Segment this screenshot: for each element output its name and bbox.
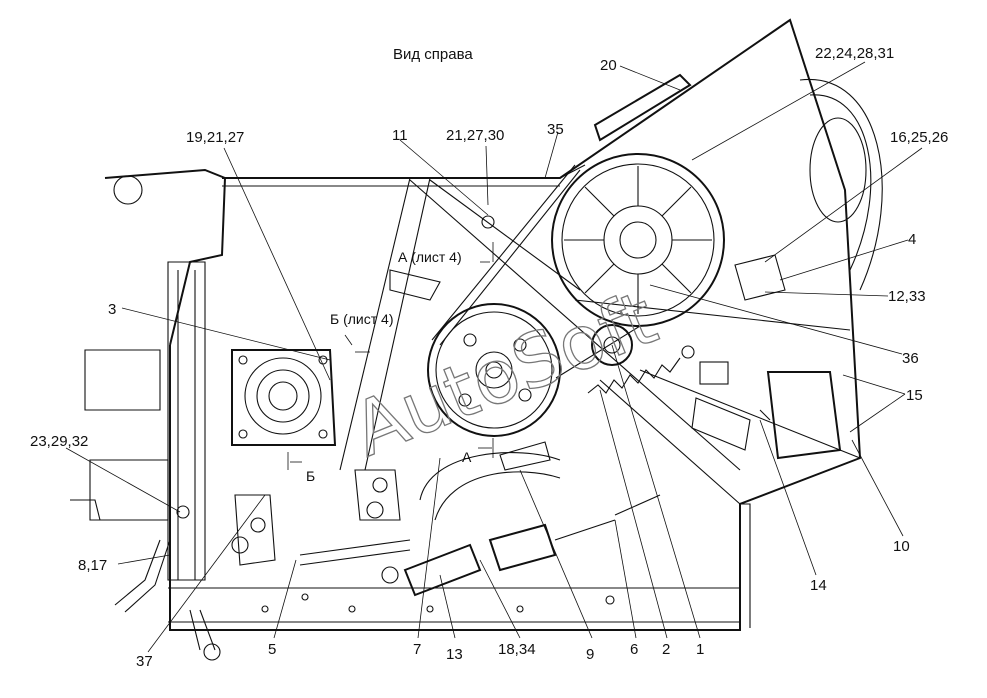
callout-label: 11 xyxy=(392,127,408,144)
callout-label: 37 xyxy=(136,653,153,670)
callout-label: 2 xyxy=(662,641,670,658)
callout-label: 5 xyxy=(268,641,276,658)
callout-label: 10 xyxy=(893,538,910,555)
view-title: Вид справа xyxy=(393,46,473,63)
callout-label: 36 xyxy=(902,350,919,367)
callout-label: 7 xyxy=(413,641,421,658)
callout-label: 4 xyxy=(908,231,916,248)
machine-body xyxy=(70,18,883,661)
callout-label: 14 xyxy=(810,577,827,594)
leader-lines xyxy=(65,61,923,653)
section-a-label: А xyxy=(462,449,472,465)
callout-label: 8,17 xyxy=(78,557,107,574)
callout-label: 20 xyxy=(600,57,617,74)
callout-label: 35 xyxy=(547,121,564,138)
callout-label: 3 xyxy=(108,301,116,318)
section-marks: А (лист 4) Б (лист 4) А Б xyxy=(287,242,494,484)
callout-label: 16,25,26 xyxy=(890,129,948,146)
callout-label: 9 xyxy=(586,646,594,663)
callout-label: 23,29,32 xyxy=(30,433,88,450)
callout-label: 1 xyxy=(696,641,704,658)
callout-label: 12,33 xyxy=(888,288,926,305)
callout-label: 18,34 xyxy=(498,641,536,658)
callout-labels: 20 22,24,28,31 16,25,26 4 12,33 36 15 10… xyxy=(30,45,948,670)
callout-label: 15 xyxy=(906,387,923,404)
callout-label: 22,24,28,31 xyxy=(815,45,894,62)
section-a-sheet-label: А (лист 4) xyxy=(398,249,462,265)
callout-label: 21,27,30 xyxy=(446,127,504,144)
callout-label: 13 xyxy=(446,646,463,663)
callout-label: 19,21,27 xyxy=(186,129,244,146)
section-b-sheet-label: Б (лист 4) xyxy=(330,311,393,327)
callout-label: 6 xyxy=(630,641,638,658)
section-b-label: Б xyxy=(306,468,315,484)
